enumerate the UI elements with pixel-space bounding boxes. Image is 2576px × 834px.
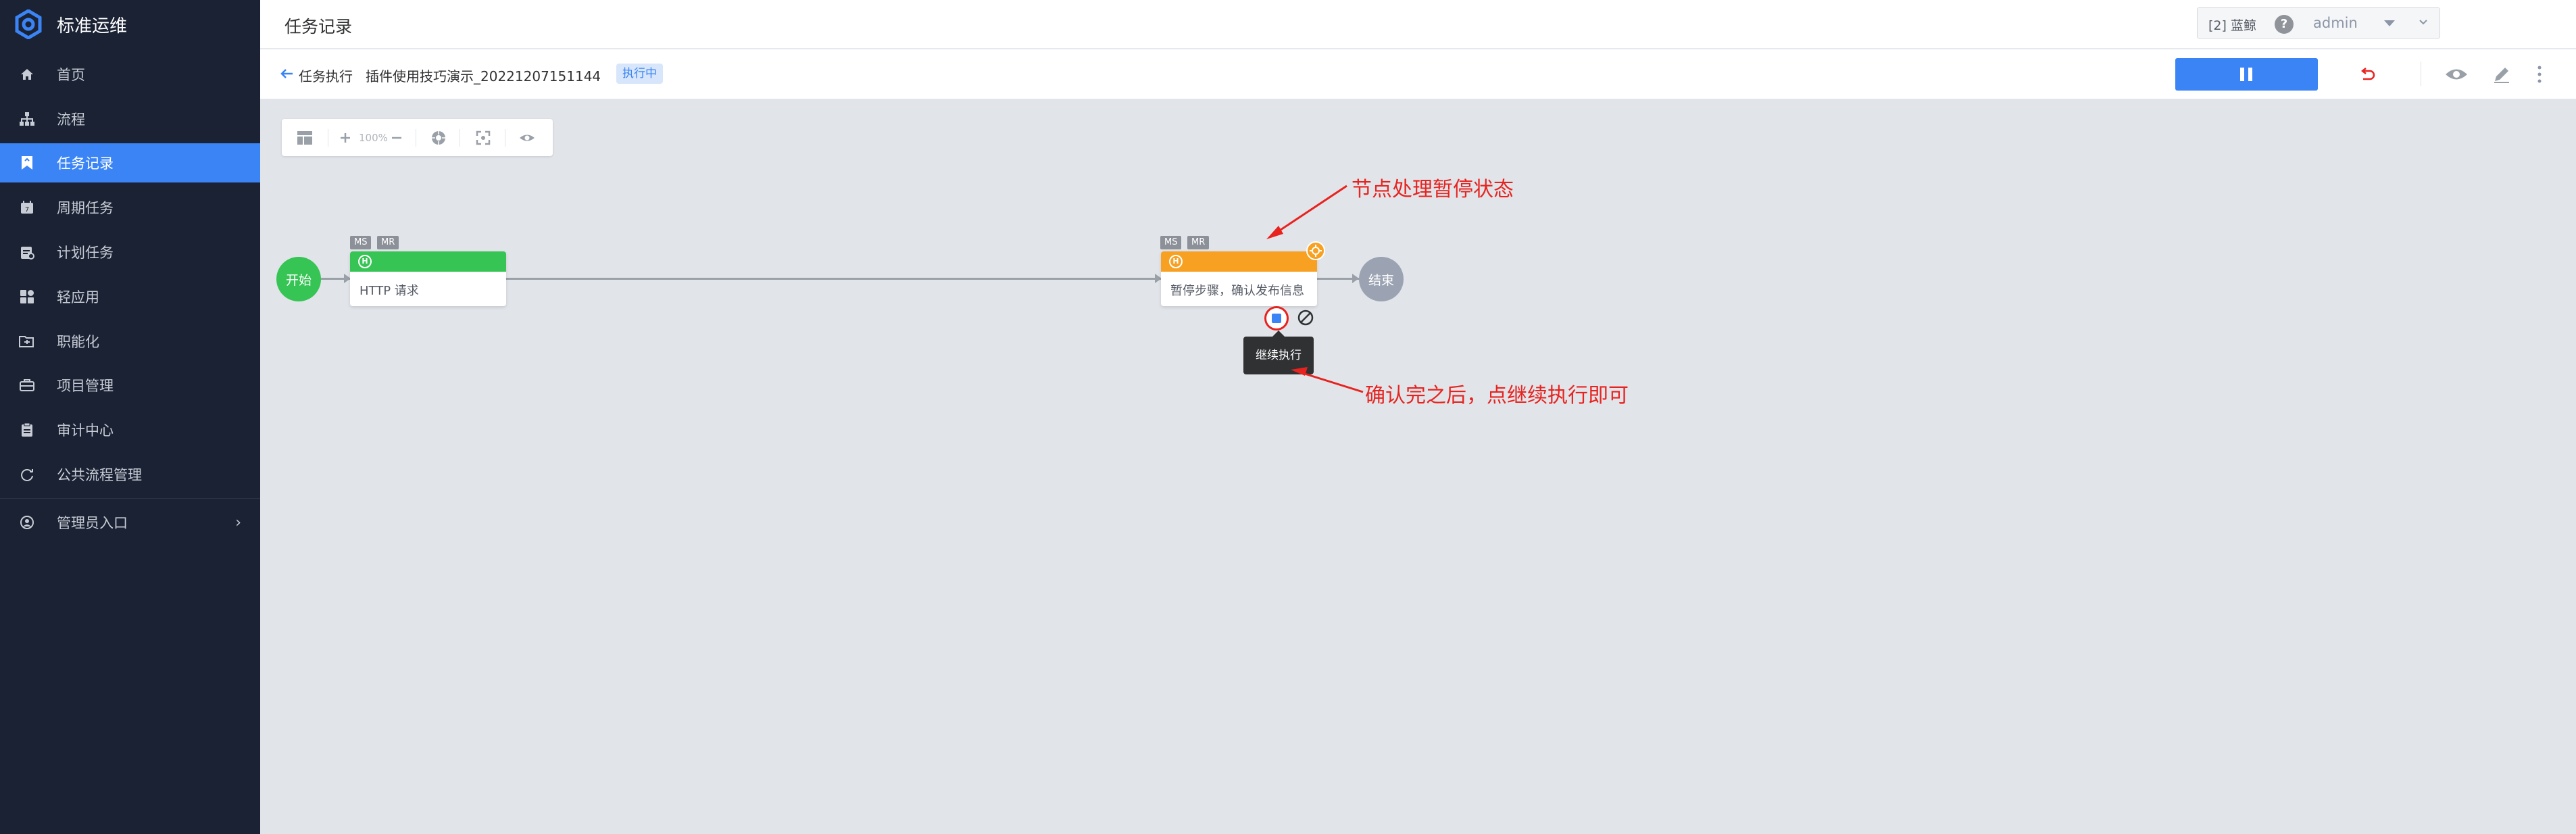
node-tag-mr: MR (377, 236, 399, 249)
zoom-level: 100% (359, 132, 388, 144)
sidebar-item-planned-tasks[interactable]: 计划任务 (0, 232, 260, 272)
bookmark-icon (19, 155, 35, 171)
start-node[interactable]: 开始 (276, 257, 321, 301)
edge-arrow-icon (1155, 274, 1162, 283)
reset-position-icon[interactable] (429, 128, 448, 147)
sidebar-item-label: 轻应用 (57, 289, 99, 305)
preview-eye-icon[interactable] (518, 128, 537, 147)
cancel-icon[interactable] (1297, 309, 1314, 326)
sidebar-item-label: 计划任务 (57, 245, 114, 261)
sidebar-item-project-management[interactable]: 项目管理 (0, 366, 260, 405)
sidebar-divider (0, 498, 260, 499)
app-name: 标准运维 (57, 16, 128, 36)
node-tag-mr: MR (1187, 236, 1210, 249)
end-node-label: 结束 (1368, 272, 1394, 288)
flow-edge (1318, 278, 1359, 280)
sidebar-item-admin-entry[interactable]: 管理员入口 › (0, 503, 260, 542)
sidebar-item-label: 项目管理 (57, 378, 114, 394)
flow-edge (321, 278, 351, 280)
pause-icon (2240, 68, 2244, 81)
pause-icon (2248, 68, 2252, 81)
tooltip-resume: 继续执行 (1243, 337, 1314, 374)
canvas-toolbar: 100% (282, 119, 553, 156)
periodic-calendar-icon: 7 (19, 199, 35, 216)
sidebar-item-periodic-tasks[interactable]: 7 周期任务 (0, 188, 260, 227)
task-node-http-request[interactable]: H HTTP 请求 (350, 251, 506, 306)
annotation-resume-note: 确认完之后，点继续执行即可 (1365, 384, 1629, 408)
top-header: 任务记录 [2] 蓝鲸 ? admin (260, 0, 2576, 49)
breadcrumb-title[interactable]: 任务执行 (299, 68, 353, 84)
sidebar-item-label: 职能化 (57, 334, 99, 350)
more-options-icon[interactable] (2534, 63, 2545, 86)
edge-arrow-icon (1352, 274, 1359, 283)
app-logo[interactable]: 标准运维 (0, 0, 260, 47)
resume-execution-icon[interactable] (1264, 306, 1289, 330)
sidebar-item-label: 任务记录 (57, 155, 114, 172)
status-badge: 执行中 (616, 64, 663, 84)
edit-pen-icon[interactable] (2492, 64, 2512, 84)
home-icon (19, 66, 35, 82)
annotation-pause-note: 节点处理暂停状态 (1352, 178, 1514, 201)
sidebar-item-label: 流程 (57, 112, 85, 128)
start-node-label: 开始 (285, 272, 312, 288)
sidebar-item-label: 审计中心 (57, 422, 114, 439)
revoke-icon[interactable] (2357, 64, 2377, 84)
end-node[interactable]: 结束 (1359, 257, 1404, 301)
edge-arrow-icon (344, 274, 351, 283)
sidebar-item-label: 管理员入口 (57, 515, 128, 531)
plan-calendar-icon (19, 244, 35, 260)
sidebar: 标准运维 首页 流程 任务记录 7 周期任务 计划任务 轻应用 (0, 0, 260, 834)
environment-select[interactable]: [2] 蓝鲸 (2197, 7, 2440, 39)
grid-apps-icon (19, 289, 35, 305)
sidebar-item-light-apps[interactable]: 轻应用 (0, 277, 260, 316)
clipboard-icon (19, 422, 35, 438)
refresh-cycle-icon (19, 466, 35, 483)
task-node-label: 暂停步骤，确认发布信息 (1170, 284, 1304, 298)
sidebar-item-flow[interactable]: 流程 (0, 99, 260, 139)
pause-button[interactable] (2175, 58, 2318, 91)
user-menu[interactable]: admin (2313, 15, 2358, 31)
view-eye-icon[interactable] (2444, 64, 2469, 84)
zoom-in-icon[interactable] (336, 128, 355, 147)
layout-icon[interactable] (295, 128, 314, 147)
sidebar-item-label: 公共流程管理 (57, 467, 142, 483)
task-node-header: H (350, 251, 506, 272)
briefcase-icon (19, 377, 35, 393)
logo-gear-icon (15, 9, 42, 39)
page-title: 任务记录 (284, 17, 353, 36)
paused-state-icon (1306, 241, 1325, 260)
node-tag-ms: MS (1160, 236, 1182, 249)
task-name: 插件使用技巧演示_20221207151144 (366, 68, 601, 84)
plugin-icon: H (1169, 255, 1183, 268)
user-circle-icon (19, 514, 35, 531)
task-execution-header: 任务执行 插件使用技巧演示_20221207151144 执行中 (260, 49, 2576, 99)
node-tag-ms: MS (350, 236, 372, 249)
fullscreen-icon[interactable] (474, 128, 493, 147)
flow-tree-icon (19, 111, 35, 127)
chevron-right-icon: › (235, 514, 241, 531)
zoom-out-icon[interactable] (387, 128, 406, 147)
resume-execution-inner (1272, 314, 1281, 323)
task-node-label: HTTP 请求 (360, 284, 419, 298)
plugin-icon: H (358, 255, 372, 268)
sidebar-item-task-records[interactable]: 任务记录 (0, 143, 260, 182)
tooltip-arrow (1272, 330, 1285, 337)
environment-select-value: [2] 蓝鲸 (2208, 18, 2256, 33)
sidebar-item-label: 周期任务 (57, 200, 114, 216)
sidebar-item-functionalization[interactable]: 职能化 (0, 322, 260, 361)
back-arrow-icon[interactable] (278, 64, 297, 83)
sidebar-item-home[interactable]: 首页 (0, 55, 260, 94)
svg-text:7: 7 (25, 206, 29, 214)
help-icon[interactable]: ? (2275, 15, 2294, 34)
task-node-header: H (1161, 251, 1317, 272)
task-node-pause-step[interactable]: H 暂停步骤，确认发布信息 (1161, 251, 1317, 306)
caret-down-icon[interactable] (2384, 20, 2395, 26)
flow-edge (506, 278, 1333, 280)
sidebar-item-audit-center[interactable]: 审计中心 (0, 410, 260, 449)
sidebar-item-public-flow-management[interactable]: 公共流程管理 (0, 455, 260, 494)
sidebar-item-label: 首页 (57, 67, 85, 83)
chevron-down-icon (2419, 20, 2427, 25)
folder-function-icon (19, 333, 35, 349)
